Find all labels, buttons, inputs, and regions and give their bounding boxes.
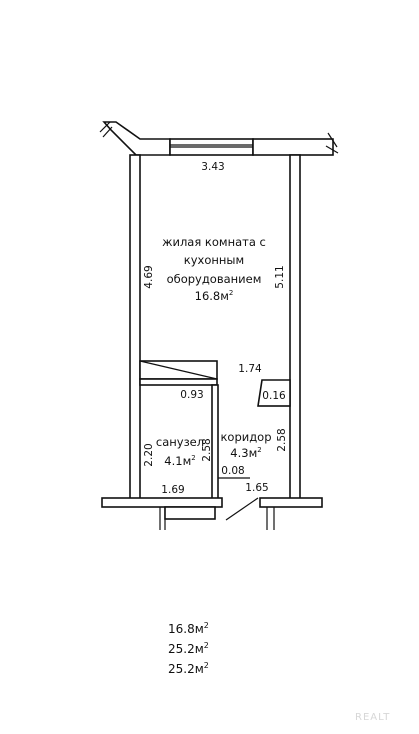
living-room-area-sup: 2 xyxy=(229,289,233,297)
dim-gap: 0.08 xyxy=(221,465,244,477)
living-room-label-line3: оборудованием xyxy=(167,272,262,286)
bathroom-label: санузел xyxy=(156,435,204,449)
bottom-wall xyxy=(101,497,323,530)
entrance-door xyxy=(225,497,259,521)
top-wall xyxy=(99,121,339,156)
dim-corridor-right: 2.58 xyxy=(276,428,288,451)
living-room-label-line2: кухонным xyxy=(184,253,244,267)
summary-area-3-value: 25.2м xyxy=(168,662,204,676)
summary-area-3-sup: 2 xyxy=(203,661,209,670)
corridor-area: 4.3м2 xyxy=(230,446,261,460)
summary-area-2-sup: 2 xyxy=(203,641,209,650)
summary-area-1-sup: 2 xyxy=(203,621,209,630)
summary-area-3: 25.2м2 xyxy=(168,661,209,676)
dim-bath-right: 2.58 xyxy=(201,438,213,461)
living-room-label-line1: жилая комната с xyxy=(162,235,266,249)
dim-bath-width-top: 0.93 xyxy=(180,389,203,401)
watermark: REALT xyxy=(355,712,391,723)
summary-area-1: 16.8м2 xyxy=(168,621,209,636)
bathroom-area-value: 4.1м xyxy=(164,454,191,468)
right-wall xyxy=(289,154,301,501)
bath-partition-top xyxy=(139,360,218,386)
dim-bath-height: 2.20 xyxy=(143,443,155,466)
dim-corridor-width-bottom: 1.65 xyxy=(245,482,268,494)
corridor-area-sup: 2 xyxy=(257,446,261,454)
dim-bath-width-bottom: 1.69 xyxy=(161,484,184,496)
living-room-area-value: 16.8м xyxy=(195,289,229,303)
living-room-area: 16.8м2 xyxy=(195,289,234,303)
summary-area-2: 25.2м2 xyxy=(168,641,209,656)
corridor-label: коридор xyxy=(220,430,271,444)
dim-living-left: 4.69 xyxy=(143,265,155,288)
dim-niche: 0.16 xyxy=(262,390,286,402)
corridor-area-value: 4.3м xyxy=(230,446,257,460)
summary-area-2-value: 25.2м xyxy=(168,642,204,656)
summary-area-1-value: 16.8м xyxy=(168,622,204,636)
dim-corridor-top: 1.74 xyxy=(238,363,262,375)
bathroom-area-sup: 2 xyxy=(191,454,195,462)
bathroom-area: 4.1м2 xyxy=(164,454,195,468)
dim-top-width: 3.43 xyxy=(201,161,224,173)
dim-living-right: 5.11 xyxy=(274,265,286,288)
left-wall xyxy=(129,154,141,501)
corridor-niche xyxy=(257,379,291,407)
